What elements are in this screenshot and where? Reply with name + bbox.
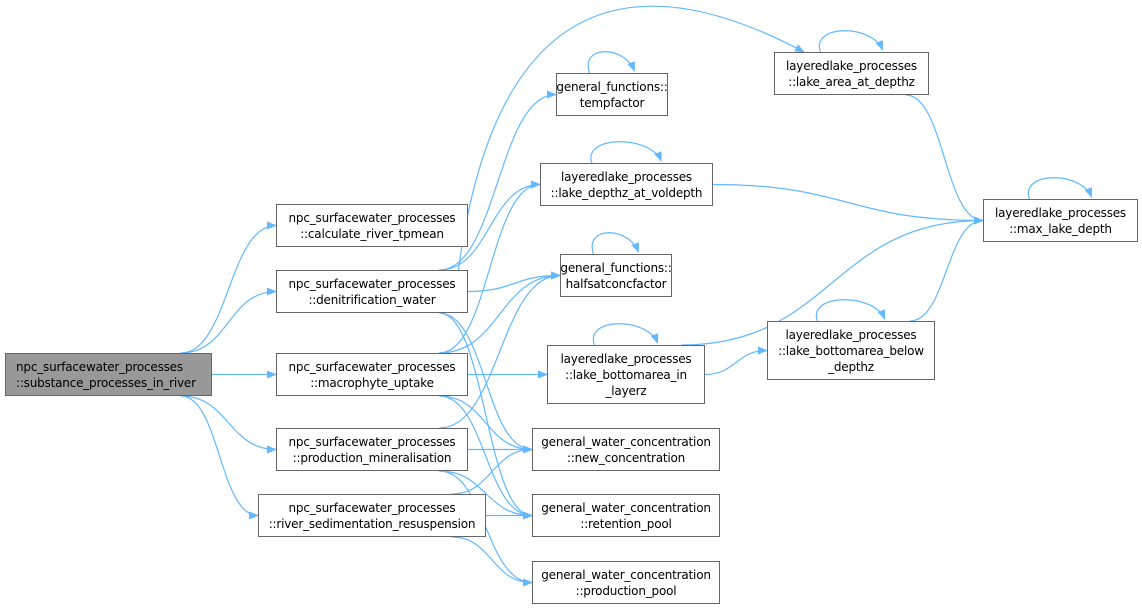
node-label: npc_surfacewater_processes	[288, 276, 456, 291]
node-label: npc_surfacewater_processes	[288, 359, 456, 374]
node-label: halfsatconcfactor	[565, 276, 667, 291]
edge-root-to-calc	[180, 221, 277, 354]
edge-prodmin-to-retention	[439, 470, 533, 520]
edge-riversed-to-prodpool	[451, 536, 533, 587]
node-label: general_functions::	[556, 79, 668, 94]
node-production-mineralisation[interactable]: npc_surfacewater_processes ::production_…	[276, 428, 468, 471]
edge-root-to-denit	[180, 287, 277, 354]
node-label: _depthz	[828, 359, 874, 374]
node-label: ::production_mineralisation	[292, 450, 452, 465]
node-label: layeredlake_processes	[785, 327, 917, 342]
node-label: layeredlake_processes	[786, 58, 917, 73]
node-label: ::denitrification_water	[308, 292, 436, 307]
node-label: ::new_concentration	[566, 450, 686, 465]
self-loop-halfsat	[591, 232, 639, 255]
node-river-sedimentation-resuspension[interactable]: npc_surfacewater_processes ::river_sedim…	[258, 494, 486, 537]
node-lake-area-at-depthz[interactable]: layeredlake_processes ::lake_area_at_dep…	[774, 52, 929, 95]
node-label: npc_surfacewater_processes	[288, 210, 456, 225]
self-loop-bottomin	[592, 323, 659, 346]
node-retention-pool[interactable]: general_water_concentration ::retention_…	[532, 494, 720, 537]
node-label: ::substance_processes_in_river	[16, 375, 196, 390]
edge-bottomin-to-maxdepth	[681, 216, 984, 346]
node-label: ::max_lake_depth	[1009, 221, 1112, 236]
node-label: npc_surfacewater_processes	[288, 434, 456, 449]
node-halfsatconcfactor[interactable]: general_functions:: halfsatconcfactor	[560, 254, 672, 297]
node-max-lake-depth[interactable]: layeredlake_processes ::max_lake_depth	[983, 199, 1138, 242]
node-label: general_water_concentration	[541, 500, 711, 515]
node-label: layeredlake_processes	[560, 351, 692, 366]
self-loop-depthz	[590, 141, 662, 164]
edge-denit-to-halfsat	[467, 271, 561, 293]
node-denitrification-water[interactable]: npc_surfacewater_processes ::denitrifica…	[276, 270, 468, 313]
node-label: layeredlake_processes	[995, 205, 1126, 220]
edge-prodmin-to-halfsat	[439, 271, 561, 429]
node-tempfactor[interactable]: general_functions:: tempfactor	[556, 73, 668, 116]
edge-depthz-to-maxdepth	[712, 183, 984, 225]
node-calculate-river-tpmean[interactable]: npc_surfacewater_processes ::calculate_r…	[276, 204, 468, 247]
edge-bottomin-to-bottombelow	[704, 346, 768, 376]
node-production-pool[interactable]: general_water_concentration ::production…	[532, 561, 720, 604]
node-lake-bottomarea-in-layerz[interactable]: layeredlake_processes ::lake_bottomarea_…	[547, 345, 705, 404]
node-label: layeredlake_processes	[561, 169, 692, 184]
node-label: general_functions::	[560, 260, 672, 275]
edge-denit-to-newconc	[439, 312, 533, 454]
self-loop-lakearea	[818, 30, 884, 53]
node-label: ::lake_bottomarea_below	[778, 343, 924, 358]
node-label: ::lake_area_at_depthz	[788, 74, 915, 89]
edge-root-to-prodmin	[180, 395, 277, 454]
node-label: ::production_pool	[575, 583, 677, 598]
edge-denit-to-retention	[439, 312, 533, 520]
node-label: ::macrophyte_uptake	[310, 375, 434, 390]
edge-lakearea-to-maxdepth	[905, 94, 984, 225]
node-label: general_water_concentration	[541, 434, 711, 449]
edge-macro-to-halfsat	[439, 271, 561, 354]
node-label: ::river_sedimentation_resuspension	[268, 516, 476, 531]
node-label: ::lake_bottomarea_in	[565, 367, 687, 382]
node-label: ::calculate_river_tpmean	[300, 226, 444, 241]
node-label: tempfactor	[579, 95, 645, 110]
node-substance-processes-in-river[interactable]: npc_surfacewater_processes ::substance_p…	[5, 353, 212, 396]
node-label: general_water_concentration	[541, 567, 711, 582]
node-lake-bottomarea-below-depthz[interactable]: layeredlake_processes ::lake_bottomarea_…	[767, 321, 935, 380]
edge-macro-to-retention	[439, 395, 533, 520]
edge-denit-to-lakearea	[457, 5, 805, 271]
node-label: ::retention_pool	[580, 516, 672, 531]
edge-bottombelow-to-maxdepth	[909, 216, 984, 322]
edge-macro-to-depthz	[439, 180, 541, 354]
self-loop-tempfactor	[587, 51, 635, 74]
edge-root-to-riversed	[180, 395, 259, 520]
edge-macro-to-newconc	[439, 395, 533, 454]
edge-denit-to-depthz	[439, 180, 541, 271]
node-label: ::lake_depthz_at_voldepth	[550, 185, 703, 200]
node-new-concentration[interactable]: general_water_concentration ::new_concen…	[532, 428, 720, 471]
node-lake-depthz-at-voldepth[interactable]: layeredlake_processes ::lake_depthz_at_v…	[540, 163, 713, 206]
node-label: npc_surfacewater_processes	[288, 500, 456, 515]
node-label: _layerz	[605, 383, 647, 398]
node-label: npc_surfacewater_processes	[16, 359, 183, 374]
node-macrophyte-uptake[interactable]: npc_surfacewater_processes ::macrophyte_…	[276, 353, 468, 396]
edge-denit-to-tempfactor	[439, 90, 557, 271]
self-loop-bottombelow	[815, 299, 886, 322]
self-loop-maxdepth	[1027, 177, 1093, 200]
edge-riversed-to-newconc	[451, 445, 533, 495]
